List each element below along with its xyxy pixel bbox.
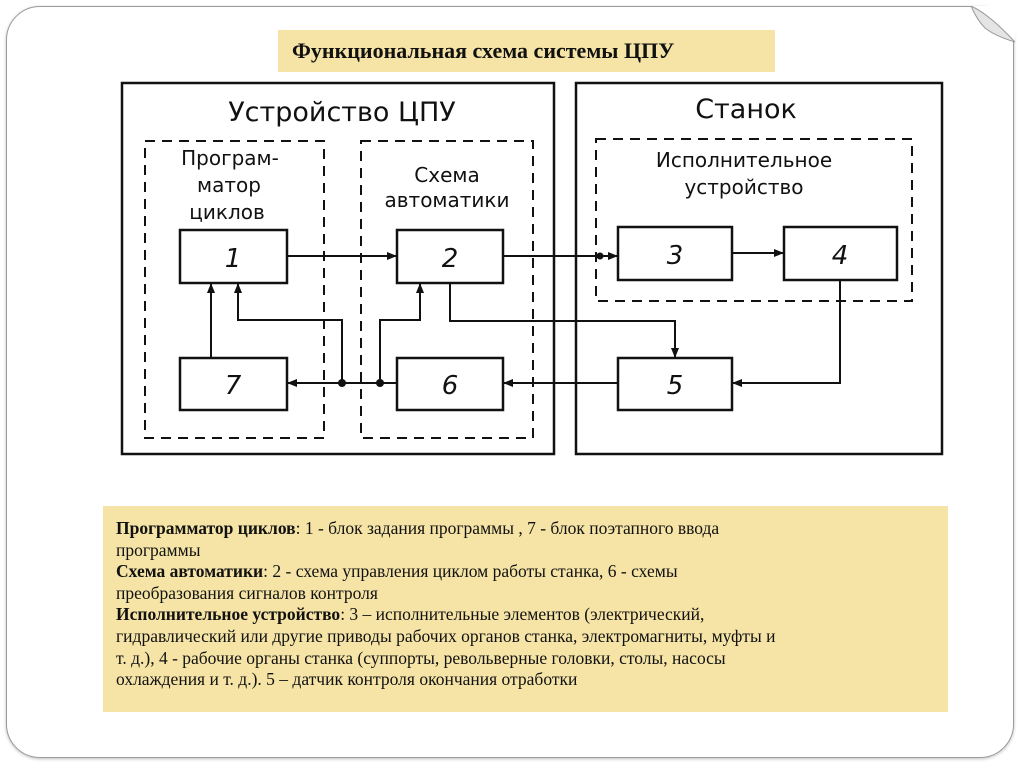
legend-line: преобразования сигналов контроля xyxy=(116,583,934,605)
arrow-4-to-5 xyxy=(732,280,841,387)
legend-line: Исполнительное устройство: 3 – исполните… xyxy=(116,604,934,626)
machine-label: Станок xyxy=(695,94,797,125)
programmer-label-1: Програм- xyxy=(181,146,279,170)
block-4: 4 xyxy=(782,225,899,282)
page-curl-decoration xyxy=(970,6,1015,43)
block-6: 6 xyxy=(395,356,505,412)
block-2: 2 xyxy=(395,228,505,285)
block-4-label: 4 xyxy=(832,241,849,271)
block-2-label: 2 xyxy=(442,244,459,274)
block-3: 3 xyxy=(616,225,734,282)
block-3-label: 3 xyxy=(667,241,684,271)
legend-box: Программатор циклов: 1 - блок задания пр… xyxy=(103,506,948,712)
legend-line: Схема автоматики: 2 - схема управления ц… xyxy=(116,561,934,583)
block-1-label: 1 xyxy=(225,244,242,274)
automation-label-1: Схема xyxy=(414,163,479,187)
legend-text: : 1 - блок задания программы , 7 - блок … xyxy=(295,518,720,538)
legend-line: охлаждения и т. д.). 5 – датчик контроля… xyxy=(116,669,934,691)
legend-line: Программатор циклов: 1 - блок задания пр… xyxy=(116,518,934,540)
legend-term: Схема автоматики xyxy=(116,561,264,582)
legend-text: гидравлический или другие приводы рабочи… xyxy=(116,625,776,646)
slide-title: Функциональная схема системы ЦПУ xyxy=(292,38,675,63)
legend-text: преобразования сигналов контроля xyxy=(116,582,378,603)
block-7-label: 7 xyxy=(225,371,242,401)
title-box: Функциональная схема системы ЦПУ xyxy=(278,30,775,72)
junction-dot xyxy=(596,252,604,260)
automation-label-2: автоматики xyxy=(385,188,510,212)
legend-line: т. д.), 4 - рабочие органы станка (суппо… xyxy=(116,648,934,670)
device-label: Устройство ЦПУ xyxy=(228,97,456,128)
legend-text: охлаждения и т. д.). 5 – датчик контроля… xyxy=(116,669,578,690)
arrow-feedback-to-2 xyxy=(379,283,424,383)
legend-line: программы xyxy=(116,540,934,562)
actuator-label-1: Исполнительное xyxy=(656,148,832,172)
programmer-label-2: матор xyxy=(197,173,261,197)
arrow-2-to-5 xyxy=(449,283,679,358)
arrow-feedback-to-1 xyxy=(234,283,343,383)
block-1: 1 xyxy=(178,228,289,285)
automation-group xyxy=(360,140,534,439)
legend-text: т. д.), 4 - рабочие органы станка (суппо… xyxy=(116,647,726,668)
block-7: 7 xyxy=(178,356,289,412)
legend-text: программы xyxy=(116,539,201,560)
legend-term: Исполнительное устройство xyxy=(116,604,341,625)
block-5: 5 xyxy=(616,356,734,412)
programmer-group xyxy=(144,140,325,439)
junction-dot xyxy=(338,379,346,387)
device-frame xyxy=(120,81,556,456)
legend-text: : 2 - схема управления циклом работы ста… xyxy=(263,561,678,582)
legend-term: Программатор циклов xyxy=(116,518,296,538)
junction-dot xyxy=(376,379,384,387)
block-6-label: 6 xyxy=(442,371,459,401)
block-5-label: 5 xyxy=(667,371,684,401)
actuator-group xyxy=(595,138,913,302)
legend-line: гидравлический или другие приводы рабочи… xyxy=(116,626,934,648)
actuator-label-2: устройство xyxy=(684,175,803,199)
legend-text: : 3 – исполнительные элементов (электрич… xyxy=(340,604,705,625)
programmer-label-3: циклов xyxy=(189,200,265,224)
machine-frame xyxy=(574,81,944,456)
